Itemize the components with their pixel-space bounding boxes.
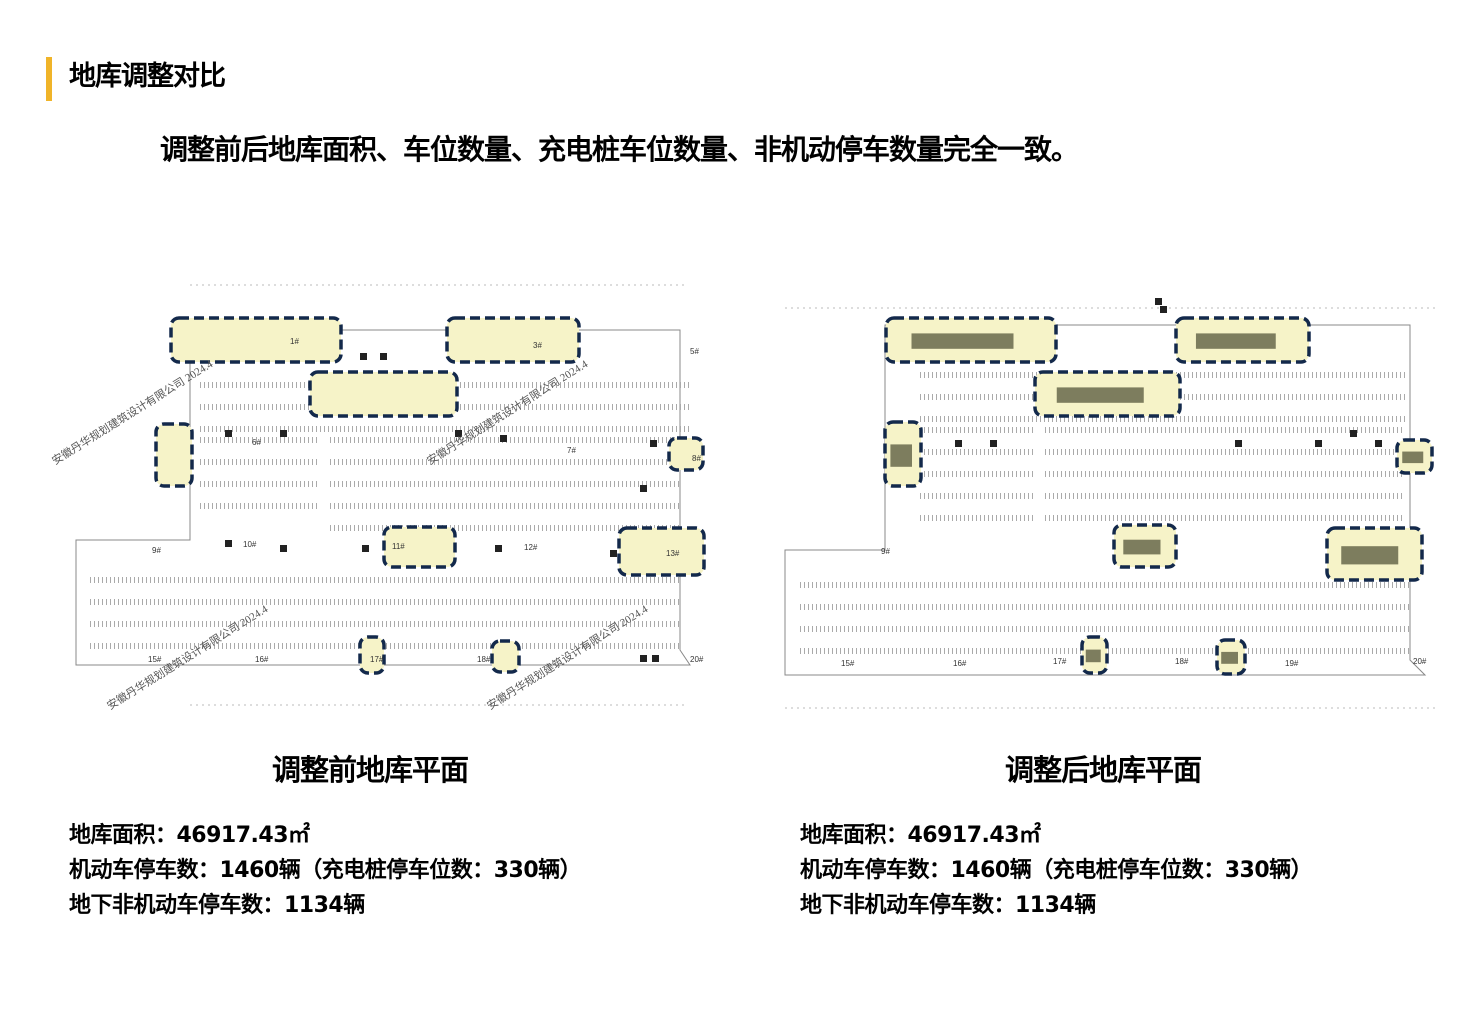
- page-title: 地库调整对比: [69, 61, 226, 92]
- building-label: 20#: [1413, 657, 1427, 666]
- building-label: 13#: [666, 549, 680, 558]
- building-label: 7#: [567, 446, 576, 455]
- building-label: 16#: [953, 659, 967, 668]
- highlight-box: [382, 525, 457, 569]
- building-footprint: [1195, 333, 1276, 349]
- building-footprint: [911, 333, 1014, 349]
- building-label: 17#: [370, 655, 384, 664]
- watermark-text: 安徽丹华规划建筑设计有限公司 2024.4: [104, 601, 270, 712]
- stair-core: [990, 440, 997, 447]
- after-plan-caption: 调整后地库平面: [1005, 753, 1202, 787]
- stair-core: [1235, 440, 1242, 447]
- building-footprint: [1221, 651, 1238, 664]
- stair-core: [380, 353, 387, 360]
- building-label: 11#: [392, 542, 405, 551]
- building-label: 17#: [1053, 657, 1067, 666]
- building-label: 12#: [524, 543, 538, 552]
- building-label: 18#: [1175, 657, 1189, 666]
- stair-core: [1155, 298, 1162, 305]
- highlight-box: [617, 526, 706, 577]
- highlight-box: [154, 422, 194, 488]
- before-stats: 地库面积：46917.43㎡ 机动车停车数：1460辆（充电桩停车位数：330辆…: [69, 818, 582, 923]
- summary-text: 调整前后地库面积、车位数量、充电桩车位数量、非机动停车数量完全一致。: [160, 133, 1079, 166]
- stair-core: [955, 440, 962, 447]
- building-footprint: [1341, 546, 1399, 565]
- stair-core: [495, 545, 502, 552]
- building-label: 5#: [690, 347, 699, 356]
- basement-outline: [784, 324, 1427, 676]
- stair-core: [455, 430, 462, 437]
- highlight-box: [445, 316, 581, 364]
- stair-core: [610, 550, 617, 557]
- building-label: 18#: [477, 655, 491, 664]
- stair-core: [1375, 440, 1382, 447]
- stair-core: [640, 655, 647, 662]
- after-stats: 地库面积：46917.43㎡ 机动车停车数：1460辆（充电桩停车位数：330辆…: [800, 818, 1313, 923]
- building-label: 20#: [690, 655, 704, 664]
- building-footprint: [1085, 649, 1101, 663]
- before-floor-plan: 1# 3# 5# 6# 7# 8# 9# 10# 11# 12# 13# 15# 16# 17# 18# 20…: [49, 284, 706, 713]
- building-footprint: [890, 444, 912, 467]
- area-stat: 地库面积：46917.43㎡: [69, 823, 310, 848]
- building-label: 15#: [148, 655, 162, 664]
- building-label: 6#: [252, 438, 261, 447]
- highlight-box: [169, 316, 343, 364]
- building-label: 1#: [290, 337, 299, 346]
- highlight-box: [308, 370, 459, 418]
- stair-core: [225, 430, 232, 437]
- non-motor-stat: 地下非机动车停车数：1134辆: [800, 893, 1096, 918]
- stair-core: [280, 545, 287, 552]
- non-motor-stat: 地下非机动车停车数：1134辆: [69, 893, 365, 918]
- stair-core: [1350, 430, 1357, 437]
- stair-core: [1160, 306, 1167, 313]
- area-stat: 地库面积：46917.43㎡: [800, 823, 1041, 848]
- stair-core: [650, 440, 657, 447]
- building-label: 16#: [255, 655, 269, 664]
- highlight-box: [490, 639, 521, 674]
- stair-core: [225, 540, 232, 547]
- building-label: 15#: [841, 659, 855, 668]
- building-footprint: [1056, 387, 1144, 403]
- building-footprint: [1402, 451, 1424, 464]
- building-label: 8#: [692, 454, 701, 463]
- highlight-box: [667, 436, 705, 472]
- stair-core: [500, 435, 507, 442]
- building-label: 10#: [243, 540, 257, 549]
- stair-core: [652, 655, 659, 662]
- title-accent-bar: [46, 57, 52, 101]
- stair-core: [280, 430, 287, 437]
- building-footprint: [1123, 539, 1161, 555]
- after-floor-plan: 9# 15# 16# 17# 18# 19# 20#: [784, 298, 1435, 709]
- building-label: 3#: [533, 341, 542, 350]
- building-label: 9#: [881, 547, 890, 556]
- stair-core: [360, 353, 367, 360]
- vehicle-stat: 机动车停车数：1460辆（充电桩停车位数：330辆）: [800, 858, 1313, 883]
- stair-core: [640, 485, 647, 492]
- building-label: 9#: [152, 546, 161, 555]
- vehicle-stat: 机动车停车数：1460辆（充电桩停车位数：330辆）: [69, 858, 582, 883]
- building-label: 19#: [1285, 659, 1299, 668]
- highlight-box: [358, 635, 386, 675]
- before-plan-caption: 调整前地库平面: [272, 753, 469, 787]
- stair-core: [1315, 440, 1322, 447]
- stair-core: [362, 545, 369, 552]
